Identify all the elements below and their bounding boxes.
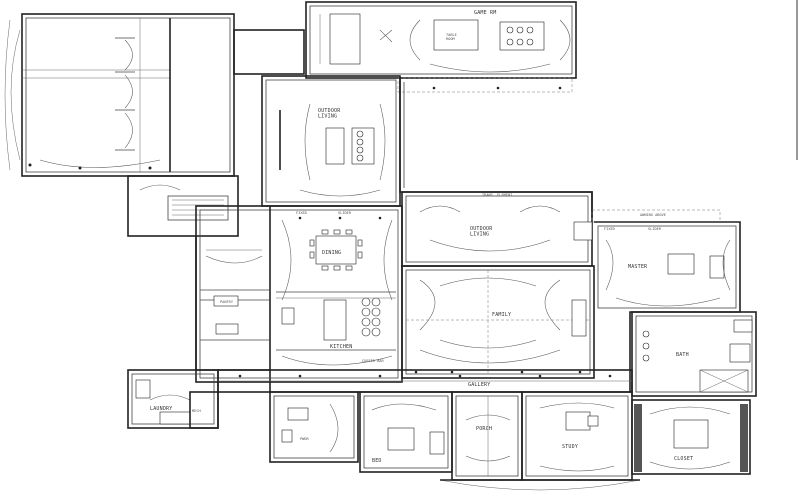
window-notes: FIXED SLIDER FIXED SLIDER — [296, 211, 662, 231]
label-kitchen: KITCHEN — [330, 344, 352, 350]
label-closet: CLOSET — [674, 456, 693, 462]
note-fixed-1: FIXED — [296, 211, 307, 215]
label-game-room: GAME RM — [474, 10, 496, 16]
label-laundry: LAUNDRY — [150, 406, 172, 412]
master-block: AWNING ABOVE MASTER BATH CLOSET — [573, 209, 757, 475]
label-bed: BED — [372, 458, 382, 464]
label-gallery: GALLERY — [468, 382, 490, 388]
note-trans: TRANS. ELEMENT — [482, 193, 513, 197]
label-pantry: PANTRY — [220, 300, 234, 304]
label-family: FAMILY — [492, 312, 511, 318]
label-bath: BATH — [676, 352, 689, 358]
label-study: STUDY — [562, 444, 578, 450]
label-mech: MECH — [192, 409, 201, 413]
note-slider-1: SLIDER — [338, 211, 352, 215]
label-coffee-bar: COFFEE BAR — [362, 359, 384, 363]
label-porch: PORCH — [476, 426, 492, 432]
lower-row: LAUNDRY GALLERY PWDR BED PORCH STUD — [127, 369, 641, 491]
label-master: MASTER — [628, 264, 648, 270]
label-powder: PWDR — [300, 437, 309, 441]
label-dining: DINING — [322, 250, 341, 256]
note-slider-2: SLIDER — [648, 227, 662, 231]
note-awning: AWNING ABOVE — [640, 213, 666, 217]
garage-block — [4, 13, 235, 177]
note-fixed-2: FIXED — [604, 227, 615, 231]
